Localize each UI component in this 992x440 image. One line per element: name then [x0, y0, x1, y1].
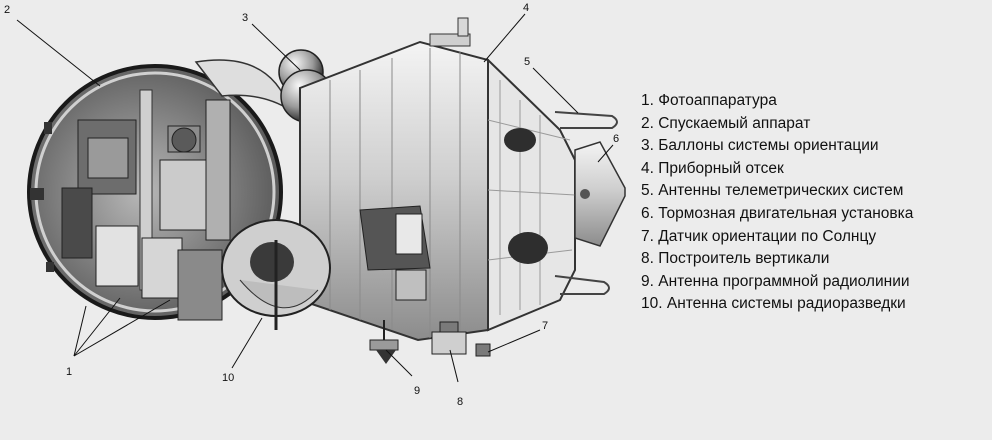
program-radio-antenna	[369, 320, 399, 364]
callout-10: 10	[222, 372, 235, 384]
legend-item: 6. Тормозная двигательная установка	[641, 204, 914, 222]
callout-6: 6	[613, 133, 620, 145]
sun-sensor	[475, 343, 491, 357]
legend-item: 2. Спускаемый аппарат	[641, 114, 811, 132]
vertical-sensor	[431, 321, 467, 355]
telemetry-antennas	[554, 111, 618, 295]
legend-item: 4. Приборный отсек	[641, 159, 784, 177]
legend-item: 3. Баллоны системы ориентации	[641, 137, 879, 155]
legend-item: 5. Антенны телеметрических систем	[641, 182, 904, 200]
legend-item: 1. Фотоаппаратура	[641, 92, 777, 109]
legend-item: 10. Антенна системы радиоразведки	[641, 295, 906, 313]
callout-5: 5	[524, 56, 531, 68]
braking-engine	[574, 141, 626, 247]
instrument-compartment	[299, 17, 576, 342]
legend-item: 9. Антенна программной радиолинии	[641, 272, 910, 290]
component-legend: 1. Фотоаппаратура 2. Спускаемый аппарат …	[641, 90, 913, 316]
callout-4: 4	[523, 2, 530, 14]
callout-2: 2	[4, 4, 11, 16]
leader-lines	[16, 13, 614, 383]
legend-item: 8. Построитель вертикали	[641, 250, 830, 268]
callout-3: 3	[242, 12, 249, 24]
descent-module	[27, 59, 292, 321]
radio-intelligence-antenna	[221, 219, 331, 330]
callout-1: 1	[66, 366, 73, 378]
callout-7: 7	[542, 320, 549, 332]
callout-8: 8	[457, 396, 464, 408]
callout-9: 9	[414, 385, 421, 397]
legend-item: 7. Датчик ориентации по Солнцу	[641, 227, 877, 245]
